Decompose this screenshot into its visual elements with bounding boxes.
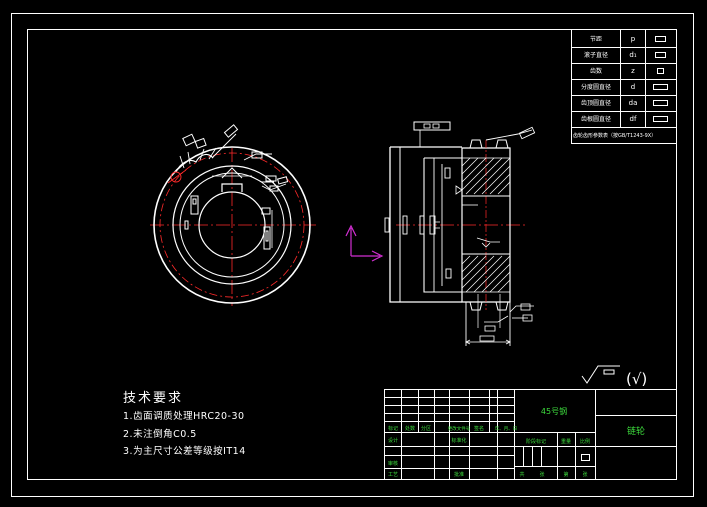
param-label-pitch-diameter: 分度圆直径 <box>581 83 611 91</box>
outer-frame <box>11 13 694 497</box>
rev-header-zone: 分区 <box>421 425 431 432</box>
stage-header-weight: 重量 <box>561 438 571 445</box>
stage-header-mark: 阶段标记 <box>526 438 546 445</box>
parameter-table: 节距 滚子直径 齿数 分度圆直径 齿顶圆直径 齿根圆直径 p d₁ z d da… <box>571 29 677 144</box>
front-roller-circle <box>170 171 182 183</box>
front-dim-frame-left <box>190 195 199 215</box>
sheet-number-label: 第 <box>563 471 568 478</box>
param-label-pitch: 节距 <box>590 35 602 43</box>
front-tooth-profile <box>175 153 214 173</box>
role-process: 工艺 <box>388 472 398 478</box>
section-hatching-top <box>461 157 511 195</box>
rev-header-mark: 标记 <box>388 425 398 432</box>
value-box-roller <box>655 52 666 58</box>
sheet-total-unit: 张 <box>539 471 544 478</box>
tech-requirement-2: 2.未注倒角C0.5 <box>123 428 197 440</box>
param-label-root-diameter: 齿根圆直径 <box>581 115 611 123</box>
title-part-name: 链轮 <box>627 425 645 437</box>
sheet-total-label: 共 <box>519 471 524 478</box>
value-box-teeth <box>657 68 664 74</box>
field-approval: 批准 <box>454 471 464 478</box>
param-symbol-z: z <box>631 67 635 75</box>
front-bore <box>198 191 266 259</box>
tech-requirements-title: 技术要求 <box>123 391 183 406</box>
param-symbol-p: p <box>631 35 636 43</box>
title-material: 45号钢 <box>541 406 567 416</box>
stage-header-scale: 比例 <box>580 438 590 445</box>
front-pitch-circle <box>159 152 305 298</box>
sheet-number-unit: 张 <box>582 471 587 478</box>
technical-requirements: 技术要求 1.齿面调质处理HRC20-30 2.未注倒角C0.5 3.为主尺寸公… <box>123 391 246 457</box>
inner-frame <box>27 29 677 480</box>
value-box-pitch <box>655 36 666 42</box>
value-box-tip-dia <box>653 100 668 106</box>
role-review: 审核 <box>388 460 398 467</box>
rev-header-file-no: 更改文件号 <box>448 425 471 432</box>
rev-header-count: 处数 <box>405 425 415 432</box>
value-box-root-dia <box>653 116 668 122</box>
tech-requirement-1: 1.齿面调质处理HRC20-30 <box>123 410 245 422</box>
rev-header-sign: 签名 <box>474 425 484 432</box>
front-dim-frame-right <box>261 207 271 215</box>
section-view <box>384 121 536 346</box>
title-block <box>384 389 677 480</box>
param-label-tip-diameter: 齿顶圆直径 <box>581 99 611 107</box>
rev-header-date: 年、月、日 <box>495 425 518 432</box>
tech-requirement-3: 3.为主尺寸公差等级按IT14 <box>123 445 246 457</box>
param-label-roller-diameter: 滚子直径 <box>584 51 608 59</box>
field-standardization: 标准化 <box>451 437 466 444</box>
param-symbol-da: da <box>629 99 638 107</box>
front-view <box>150 124 316 306</box>
param-symbol-d: d <box>631 83 635 91</box>
param-label-teeth: 齿数 <box>590 67 602 75</box>
view-direction-arrow <box>345 224 384 262</box>
role-design: 设计 <box>388 437 398 444</box>
value-box-pitch-dia <box>653 84 668 90</box>
front-keyway <box>221 183 243 192</box>
front-hub-ring <box>172 165 292 285</box>
front-hub-inner <box>179 172 285 278</box>
param-symbol-df: df <box>630 115 637 123</box>
front-outer-rim <box>153 146 311 304</box>
param-table-footer: 齿轮齿形参数表（按GB/T1243-9X） <box>573 132 656 139</box>
surface-roughness-symbol <box>581 365 620 384</box>
roughness-note: (√) <box>626 370 647 388</box>
param-symbol-d1: d₁ <box>629 51 636 59</box>
section-hatching-bottom <box>461 255 511 293</box>
